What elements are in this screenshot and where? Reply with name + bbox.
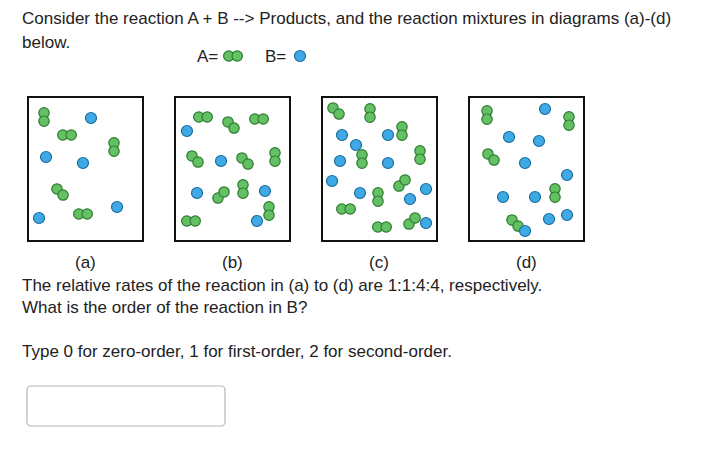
particle-atom [252, 216, 263, 227]
particle-atom [381, 222, 391, 232]
particle-atom [540, 104, 551, 115]
particle-atom [400, 175, 410, 185]
particle-atom [489, 155, 499, 165]
particle-atom [219, 187, 229, 197]
particle-atom [482, 114, 492, 124]
legend-label: B= [265, 45, 286, 68]
particle-atom [39, 116, 49, 126]
particle-atom [530, 192, 541, 203]
particle-atom [365, 112, 375, 122]
particle-atom [232, 51, 242, 61]
particle-atom [41, 152, 52, 163]
particle-atom [193, 157, 203, 167]
particle-atom [216, 156, 227, 167]
particle-atom [258, 114, 268, 124]
mixture-frame [28, 97, 143, 241]
particle-atom [357, 158, 367, 168]
particle-atom [504, 132, 515, 143]
particle-atom [202, 112, 212, 122]
legend-label: A= [197, 45, 218, 68]
particle-atom [405, 194, 416, 205]
particle-atom [415, 154, 425, 164]
particle-atom [498, 192, 509, 203]
mixture-frame [469, 97, 584, 241]
particle-atom [66, 130, 76, 140]
particle-atom [82, 209, 92, 219]
particle-atom [112, 202, 123, 213]
panel-label: (d) [516, 251, 537, 274]
question-text: What is the order of the reaction in B? [22, 296, 307, 319]
particle-atom [78, 158, 89, 169]
particle-atom [564, 120, 574, 130]
mixture-frame [322, 97, 437, 241]
instruction-text: Type 0 for zero-order, 1 for first-order… [22, 340, 452, 363]
particle-atom [334, 109, 344, 119]
particle-atom [345, 204, 355, 214]
question-title: Consider the reaction A + B --> Products… [22, 7, 698, 55]
particle-atom [534, 136, 545, 147]
particle-atom [337, 130, 348, 141]
particle-atom [335, 156, 346, 167]
particle-atom [58, 190, 68, 200]
particle-atom [109, 146, 119, 156]
particle-atom [383, 130, 394, 141]
panel-label: (a) [75, 251, 96, 274]
particle-atom [520, 158, 531, 169]
particle-atom [373, 196, 383, 206]
particle-atom [34, 213, 45, 224]
particle-atom [550, 192, 560, 202]
particle-atom [520, 226, 531, 237]
particle-atom [264, 210, 274, 220]
particle-atom [229, 123, 239, 133]
question-text: The relative rates of the reaction in (a… [22, 274, 542, 297]
particle-atom [270, 156, 280, 166]
particle-atom [238, 188, 248, 198]
particle-atom [562, 210, 573, 221]
panel-label: (c) [369, 251, 389, 274]
answer-input [27, 386, 225, 426]
particle-atom [86, 113, 97, 124]
particle-atom [182, 126, 193, 137]
panel-label: (b) [222, 251, 243, 274]
particle-atom [243, 159, 253, 169]
particle-atom [421, 218, 432, 229]
particle-atom [397, 130, 407, 140]
particle-atom [351, 140, 362, 151]
particle-atom [562, 170, 573, 181]
particle-atom [260, 186, 271, 197]
particle-atom [190, 216, 200, 226]
particle-atom [355, 188, 366, 199]
particle-atom [383, 158, 394, 169]
particle-atom [327, 176, 338, 187]
particle-atom [544, 214, 555, 225]
particle-atom [295, 51, 306, 62]
particle-atom [192, 188, 203, 199]
particle-atom [421, 184, 432, 195]
mixture-frame [175, 97, 290, 241]
particle-atom [410, 213, 420, 223]
